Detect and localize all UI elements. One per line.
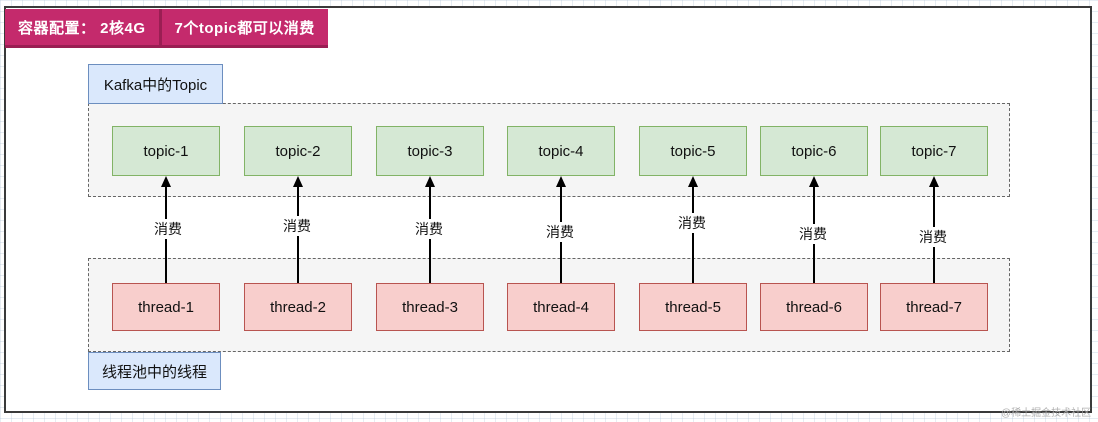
topic-box: topic-7: [880, 126, 988, 176]
arrow-up-icon: [425, 176, 435, 187]
thread-box: thread-7: [880, 283, 988, 331]
consume-label: 消费: [917, 227, 949, 247]
thread-box: thread-4: [507, 283, 615, 331]
thread-box: thread-6: [760, 283, 868, 331]
topic-box: topic-4: [507, 126, 615, 176]
header-badges: 容器配置： 2核4G 7个topic都可以消费: [5, 9, 328, 48]
consume-label: 消费: [413, 219, 445, 239]
arrow-up-icon: [293, 176, 303, 187]
watermark: @稀土掘金技术社区: [1001, 408, 1092, 419]
thread-box: thread-5: [639, 283, 747, 331]
topic-box: topic-6: [760, 126, 868, 176]
consume-label: 消费: [676, 213, 708, 233]
topic-box: topic-2: [244, 126, 352, 176]
topic-box: topic-3: [376, 126, 484, 176]
consume-label: 消费: [281, 216, 313, 236]
thread-box: thread-1: [112, 283, 220, 331]
consume-arrow-line: [692, 187, 694, 283]
container-config-badge: 容器配置： 2核4G: [5, 9, 159, 48]
topic-note-badge: 7个topic都可以消费: [158, 9, 328, 48]
arrow-up-icon: [556, 176, 566, 187]
arrow-up-icon: [929, 176, 939, 187]
arrow-up-icon: [161, 176, 171, 187]
topic-box: topic-1: [112, 126, 220, 176]
arrow-up-icon: [688, 176, 698, 187]
thread-box: thread-3: [376, 283, 484, 331]
thread-box: thread-2: [244, 283, 352, 331]
arrow-up-icon: [809, 176, 819, 187]
kafka-zone-label: Kafka中的Topic: [88, 64, 223, 104]
consume-label: 消费: [152, 219, 184, 239]
consume-label: 消费: [797, 224, 829, 244]
topic-box: topic-5: [639, 126, 747, 176]
consume-label: 消费: [544, 222, 576, 242]
thread-pool-zone-label: 线程池中的线程: [88, 352, 221, 390]
